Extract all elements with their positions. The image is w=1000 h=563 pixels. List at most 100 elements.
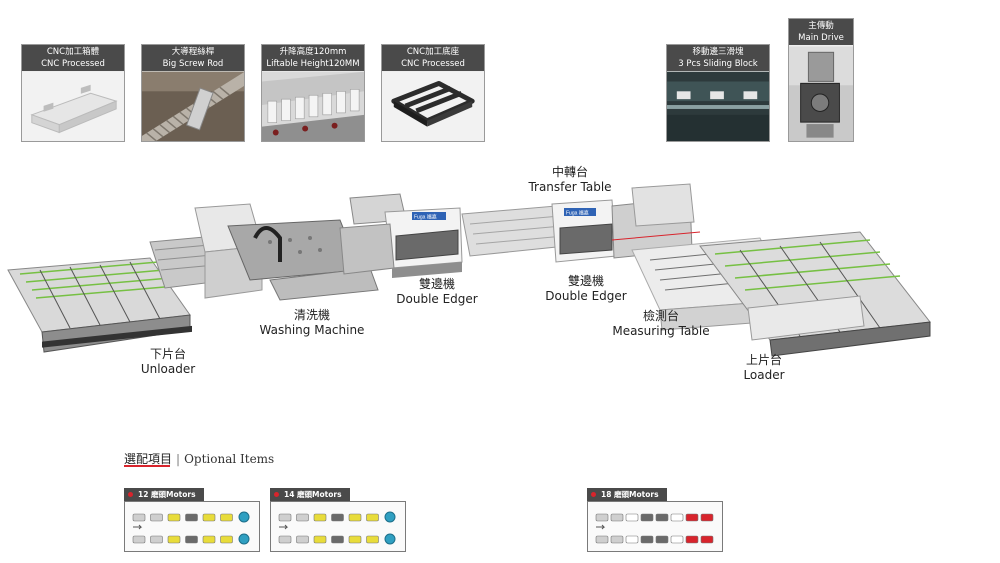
double-edger-unit-2: Fuga 福嘉 <box>551 183 701 263</box>
feature-en: 3 Pcs Sliding Block <box>678 59 758 69</box>
feature-caption: CNC加工箱體 CNC Processed <box>22 45 124 71</box>
grinding-wheel-mark <box>202 513 216 522</box>
washing-machine-unit <box>194 203 379 301</box>
polish-wheel-mark <box>384 533 396 545</box>
title-underline <box>124 465 170 467</box>
screw-rod-image <box>142 71 244 141</box>
feature-cnc-base: CNC加工底座 CNC Processed <box>381 44 485 142</box>
motor-label: 12 磨頭Motors <box>138 490 196 499</box>
grinding-wheel-mark <box>132 535 146 544</box>
feature-caption: 移動邊三滑塊 3 Pcs Sliding Block <box>667 45 769 71</box>
grinding-wheel-mark <box>296 513 309 522</box>
grinding-wheel-mark <box>366 513 379 522</box>
cnc-box-image <box>22 71 124 141</box>
grinding-wheel-mark <box>220 535 233 544</box>
wheel-diagram-svg <box>595 513 714 544</box>
feature-cnc-box: CNC加工箱體 CNC Processed <box>21 44 125 142</box>
station-zh: 雙邊機 <box>567 274 604 288</box>
grinding-wheel-mark <box>625 513 639 522</box>
label-unloader: 下片台 Unloader <box>128 347 208 377</box>
bullet-icon <box>274 492 279 497</box>
grinding-wheel-mark <box>655 513 669 522</box>
grinding-wheel-mark <box>685 535 699 544</box>
station-en: Unloader <box>140 362 196 376</box>
station-en: Transfer Table <box>528 180 612 194</box>
feature-zh: CNC加工箱體 <box>46 47 100 57</box>
feature-en: CNC Processed <box>401 59 465 69</box>
grinding-wheel-mark <box>278 535 292 544</box>
station-zh: 中轉台 <box>551 165 588 179</box>
wheel-diagram-svg <box>132 511 250 545</box>
polish-wheel-mark <box>238 533 250 545</box>
polish-wheel-mark <box>384 511 396 523</box>
direction-arrow-icon <box>279 524 289 530</box>
grinding-wheel-mark <box>640 535 654 544</box>
unloader-table <box>7 257 192 353</box>
label-double-edger-1: 雙邊機 Double Edger <box>387 277 487 307</box>
motor-tag: 14 磨頭Motors <box>270 488 350 501</box>
direction-arrow-icon <box>596 524 606 530</box>
label-washing-machine: 清洗機 Washing Machine <box>254 308 370 338</box>
motor-label: 18 磨頭Motors <box>601 490 659 499</box>
grinding-wheel-mark <box>670 513 684 522</box>
feature-sliding-block: 移動邊三滑塊 3 Pcs Sliding Block <box>666 44 770 142</box>
direction-arrow-icon <box>133 524 143 530</box>
label-loader: 上片台 Loader <box>724 353 804 383</box>
optional-title-zh: 選配項目 <box>124 452 173 466</box>
grinding-wheel-mark <box>202 535 216 544</box>
feature-en: Liftable Height120MM <box>266 59 360 69</box>
feature-zh: CNC加工底座 <box>406 47 460 57</box>
feature-liftable-height: 升降高度120mm Liftable Height120MM <box>261 44 365 142</box>
feature-caption: 主傳動 Main Drive <box>789 19 853 45</box>
grinding-wheel-mark <box>185 535 198 544</box>
station-en: Double Edger <box>396 292 478 306</box>
grinding-wheel-mark <box>167 535 181 544</box>
grinding-wheel-mark <box>655 535 669 544</box>
grinding-wheel-mark <box>331 513 344 522</box>
station-zh: 上片台 <box>745 353 782 367</box>
grinding-wheel-mark <box>595 535 609 544</box>
feature-zh: 升降高度120mm <box>279 47 347 57</box>
feature-caption: 大導程絲桿 Big Screw Rod <box>142 45 244 71</box>
grinding-wheel-mark <box>595 513 609 522</box>
station-zh: 雙邊機 <box>418 277 455 291</box>
motor-tag: 12 磨頭Motors <box>124 488 204 501</box>
station-zh: 檢測台 <box>642 309 679 323</box>
feature-screw-rod: 大導程絲桿 Big Screw Rod <box>141 44 245 142</box>
double-edger-unit-1: Fuga 福嘉 <box>339 193 463 278</box>
main-drive-image <box>789 46 853 141</box>
motor-tag: 18 磨頭Motors <box>587 488 667 501</box>
station-en: Double Edger <box>545 289 627 303</box>
brand-badge-1: Fuga 福嘉 <box>414 214 437 221</box>
grinding-wheel-mark <box>220 513 233 522</box>
station-en: Loader <box>743 368 785 382</box>
feature-main-drive: 主傳動 Main Drive <box>788 18 854 142</box>
label-measuring-table: 檢測台 Measuring Table <box>606 309 716 339</box>
grinding-wheel-mark <box>313 535 327 544</box>
label-transfer-table: 中轉台 Transfer Table <box>520 165 620 195</box>
motor-label: 14 磨頭Motors <box>284 490 342 499</box>
grinding-wheel-mark <box>150 535 163 544</box>
grinding-wheel-mark <box>610 513 624 522</box>
grinding-wheel-mark <box>700 535 714 544</box>
grinding-wheel-mark <box>610 535 624 544</box>
middle-conveyor <box>461 205 567 257</box>
grinding-wheel-mark <box>185 513 198 522</box>
feature-zh: 主傳動 <box>808 21 834 31</box>
grinding-wheel-mark <box>313 513 327 522</box>
feature-zh: 移動邊三滑塊 <box>692 47 744 57</box>
station-zh: 下片台 <box>149 347 186 361</box>
grinding-wheel-mark <box>640 513 654 522</box>
grinding-wheel-mark <box>670 535 684 544</box>
grinding-wheel-mark <box>132 513 146 522</box>
grinding-wheel-mark <box>331 535 344 544</box>
wheel-diagram-svg <box>278 511 396 545</box>
grinding-wheel-mark <box>150 513 163 522</box>
grinding-wheel-mark <box>348 535 362 544</box>
loader-table <box>699 231 931 357</box>
grinding-wheel-mark <box>348 513 362 522</box>
feature-en: Main Drive <box>798 33 844 43</box>
grinding-wheel-mark <box>700 513 714 522</box>
cnc-base-image <box>382 71 484 141</box>
wheel-diagram <box>270 501 406 552</box>
